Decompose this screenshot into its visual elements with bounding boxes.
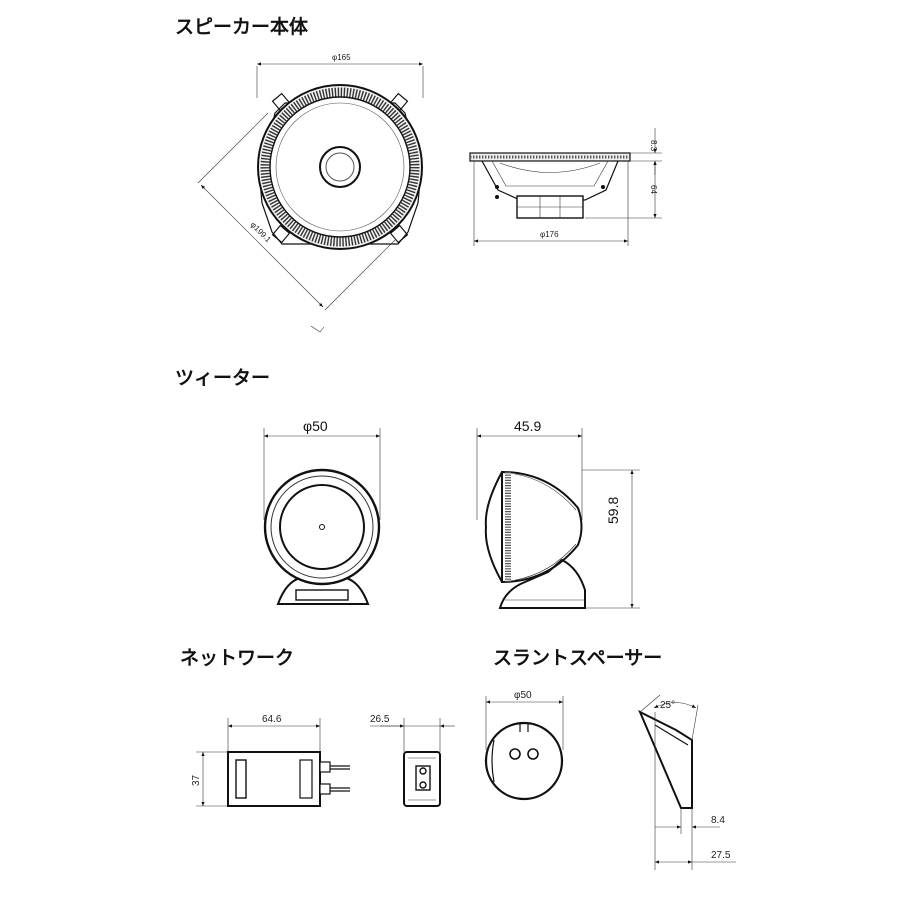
speaker-height-top-label: 8.3 bbox=[649, 140, 658, 152]
speaker-depth-label: φ176 bbox=[540, 230, 559, 239]
speaker-height-body-label: 64 bbox=[649, 185, 658, 194]
speaker-section-title: スピーカー本体 bbox=[175, 15, 309, 38]
network-top-view: 64.6 37 bbox=[191, 714, 350, 807]
network-side-width-label: 26.5 bbox=[370, 714, 390, 725]
spacer-side-view: 25° 8.4 27.5 bbox=[638, 694, 736, 870]
network-side-view: 26.5 bbox=[370, 714, 455, 807]
tweeter-side-view: 45.9 59.8 bbox=[476, 418, 640, 609]
spacer-dia-label: φ50 bbox=[514, 690, 532, 701]
tweeter-dia-label: φ50 bbox=[303, 418, 328, 434]
tweeter-depth-label: 45.9 bbox=[514, 418, 541, 434]
spacer-angle-label: 25° bbox=[660, 700, 675, 711]
tweeter-front-view: φ50 bbox=[263, 418, 381, 605]
spacer-section-title: スラントスペーサー bbox=[493, 647, 662, 669]
speaker-front-view: φ165 φ199.1 bbox=[197, 53, 424, 333]
tweeter-height-label: 59.8 bbox=[605, 497, 621, 524]
network-section-title: ネットワーク bbox=[180, 647, 294, 669]
spacer-thick-max-label: 27.5 bbox=[711, 850, 731, 861]
spacer-front-view: φ50 bbox=[484, 690, 564, 801]
tweeter-section-title: ツィーター bbox=[175, 367, 270, 389]
network-height-label: 37 bbox=[191, 774, 202, 786]
speaker-side-view: 8.3 64 φ176 bbox=[469, 128, 662, 246]
spacer-thick-min-label: 8.4 bbox=[711, 815, 725, 826]
speaker-dia-label: φ165 bbox=[332, 53, 351, 62]
network-width-label: 64.6 bbox=[262, 714, 282, 725]
